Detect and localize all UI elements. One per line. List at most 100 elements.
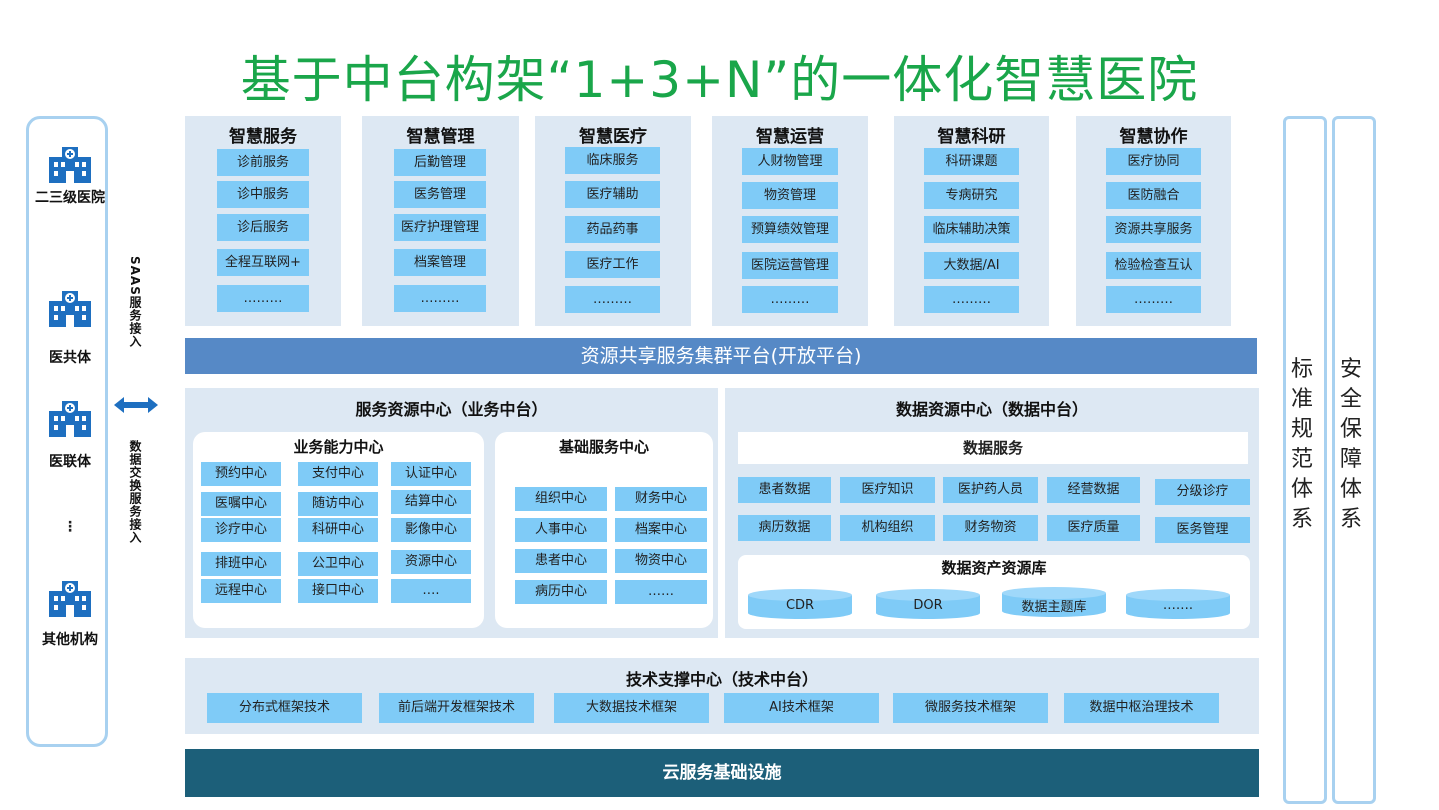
data-service-item: 医务管理 (1155, 517, 1250, 543)
security-system-box: 安全保障体系 (1332, 116, 1376, 804)
capability-item: …. (391, 579, 471, 603)
domain-item: 诊中服务 (217, 181, 309, 208)
domain-item: 医疗工作 (565, 251, 660, 278)
business-capability-center: 业务能力中心 预约中心 支付中心 认证中心 医嘱中心 随访中心 结算中心 诊疗中… (193, 432, 484, 628)
domain-item: 物资管理 (742, 182, 838, 209)
saas-access-label: SAAS服务接入 (128, 256, 142, 348)
org-label: 其他机构 (42, 632, 98, 648)
standard-system-label: 标准规范体系 (1290, 357, 1313, 532)
domain-smart-medical: 智慧医疗 临床服务 医疗辅助 药品药事 医疗工作 ……… (535, 116, 691, 326)
capability-item: 结算中心 (391, 490, 471, 514)
tech-item: 数据中枢治理技术 (1064, 693, 1219, 723)
cloud-infrastructure-bar: 云服务基础设施 (185, 749, 1259, 797)
asset-label: DOR (913, 598, 943, 613)
domain-item: 检验检查互认 (1106, 252, 1201, 279)
domain-title: 智慧运营 (756, 127, 824, 147)
capability-item: 支付中心 (298, 462, 378, 486)
domain-title: 智慧管理 (406, 127, 475, 147)
domain-item: 资源共享服务 (1106, 216, 1201, 243)
capability-item: 科研中心 (298, 518, 378, 542)
data-service-item: 病历数据 (738, 515, 831, 541)
domain-item: 预算绩效管理 (742, 216, 838, 243)
capability-item: 接口中心 (298, 579, 378, 603)
domain-item: ……… (217, 285, 309, 312)
data-service-item: 财务物资 (943, 515, 1038, 541)
tech-item: 大数据技术框架 (554, 693, 709, 723)
basic-item: …… (615, 580, 707, 604)
basic-item: 档案中心 (615, 518, 707, 542)
standard-system-box: 标准规范体系 (1283, 116, 1327, 804)
data-service-item: 患者数据 (738, 477, 831, 503)
tech-support-center: 技术支撑中心（技术中台） 分布式框架技术 前后端开发框架技术 大数据技术框架 A… (185, 658, 1259, 734)
data-service-item: 医疗知识 (840, 477, 935, 503)
domain-item: 医疗协同 (1106, 148, 1201, 175)
domain-item: 药品药事 (565, 216, 660, 243)
capability-item: 认证中心 (391, 462, 471, 486)
capability-item: 排班中心 (201, 552, 281, 576)
hospital-icon (49, 147, 91, 183)
domain-title: 智慧服务 (229, 127, 297, 147)
data-service-header: 数据服务 (738, 432, 1248, 464)
capability-item: 预约中心 (201, 462, 281, 486)
capability-item: 远程中心 (201, 579, 281, 603)
domain-item: 人财物管理 (742, 148, 838, 175)
domain-smart-research: 智慧科研 科研课题 专病研究 临床辅助决策 大数据/AI ……… (894, 116, 1049, 326)
domain-item: ……… (394, 285, 486, 312)
asset-label: CDR (785, 598, 815, 613)
asset-cylinder-cdr: CDR (748, 589, 852, 623)
domain-item: ……… (565, 286, 660, 313)
data-service-item: 机构组织 (840, 515, 935, 541)
domain-item: 后勤管理 (394, 149, 486, 176)
domain-title: 智慧医疗 (579, 127, 647, 147)
panel-title: 数据资源中心（数据中台） (895, 400, 1088, 419)
basic-item: 组织中心 (515, 487, 607, 511)
capability-item: 诊疗中心 (201, 518, 281, 542)
domain-title: 智慧科研 (937, 127, 1006, 147)
domain-item: 全程互联网+ (217, 249, 309, 276)
capability-item: 随访中心 (298, 492, 378, 516)
domain-item: 诊后服务 (217, 214, 309, 241)
domain-item: ……… (742, 286, 838, 313)
domain-item: 大数据/AI (924, 252, 1019, 279)
org-label: 二三级医院 (35, 190, 105, 206)
org-medical-community: 医共体 (29, 289, 111, 367)
panel-title: 技术支撑中心（技术中台） (625, 670, 818, 689)
asset-label: ……. (1162, 598, 1194, 613)
double-arrow-icon (114, 397, 158, 413)
domain-item: 医务管理 (394, 181, 486, 208)
asset-cylinder-dor: DOR (876, 589, 980, 623)
panel-title: 服务资源中心（业务中台） (355, 400, 548, 419)
capability-item: 资源中心 (391, 550, 471, 574)
domain-smart-service: 智慧服务 诊前服务 诊中服务 诊后服务 全程互联网+ ……… (185, 116, 341, 326)
domain-item: 诊前服务 (217, 149, 309, 176)
security-system-label: 安全保障体系 (1339, 357, 1362, 532)
tech-item: 前后端开发框架技术 (379, 693, 534, 723)
domain-item: 医疗辅助 (565, 181, 660, 208)
asset-cylinder-more: ……. (1126, 589, 1230, 623)
domain-item: 档案管理 (394, 249, 486, 276)
org-label: 医联体 (49, 454, 91, 470)
hospital-icon (49, 401, 91, 437)
domain-title: 智慧协作 (1119, 127, 1188, 147)
domain-smart-management: 智慧管理 后勤管理 医务管理 医疗护理管理 档案管理 ……… (362, 116, 519, 326)
org-panel: 二三级医院 医共体 医联体 ⋮ (26, 116, 108, 747)
data-service-item: 经营数据 (1047, 477, 1140, 503)
domain-item: 临床服务 (565, 147, 660, 174)
basic-item: 物资中心 (615, 549, 707, 573)
domain-item: ……… (924, 286, 1019, 313)
asset-label: 数据主题库 (1021, 600, 1087, 615)
data-exchange-label: 数据交换服务接入 (128, 440, 142, 544)
basic-item: 财务中心 (615, 487, 707, 511)
domain-item: 医防融合 (1106, 182, 1201, 209)
basic-item: 患者中心 (515, 549, 607, 573)
page-title: 基于中台构架“1+3+N”的一体化智慧医院 (240, 51, 1199, 109)
subpanel-title: 数据资产资源库 (941, 559, 1047, 577)
basic-item: 病历中心 (515, 580, 607, 604)
service-resource-center: 服务资源中心（业务中台） 业务能力中心 预约中心 支付中心 认证中心 医嘱中心 … (185, 388, 718, 638)
basic-item: 人事中心 (515, 518, 607, 542)
domain-item: 科研课题 (924, 148, 1019, 175)
domain-smart-collaboration: 智慧协作 医疗协同 医防融合 资源共享服务 检验检查互认 ……… (1076, 116, 1231, 326)
org-tier23-hospital: 二三级医院 (29, 145, 111, 207)
domain-item: 医疗护理管理 (394, 214, 486, 241)
data-asset-library: 数据资产资源库 CDR DOR 数据主题库 ……. (738, 555, 1250, 629)
